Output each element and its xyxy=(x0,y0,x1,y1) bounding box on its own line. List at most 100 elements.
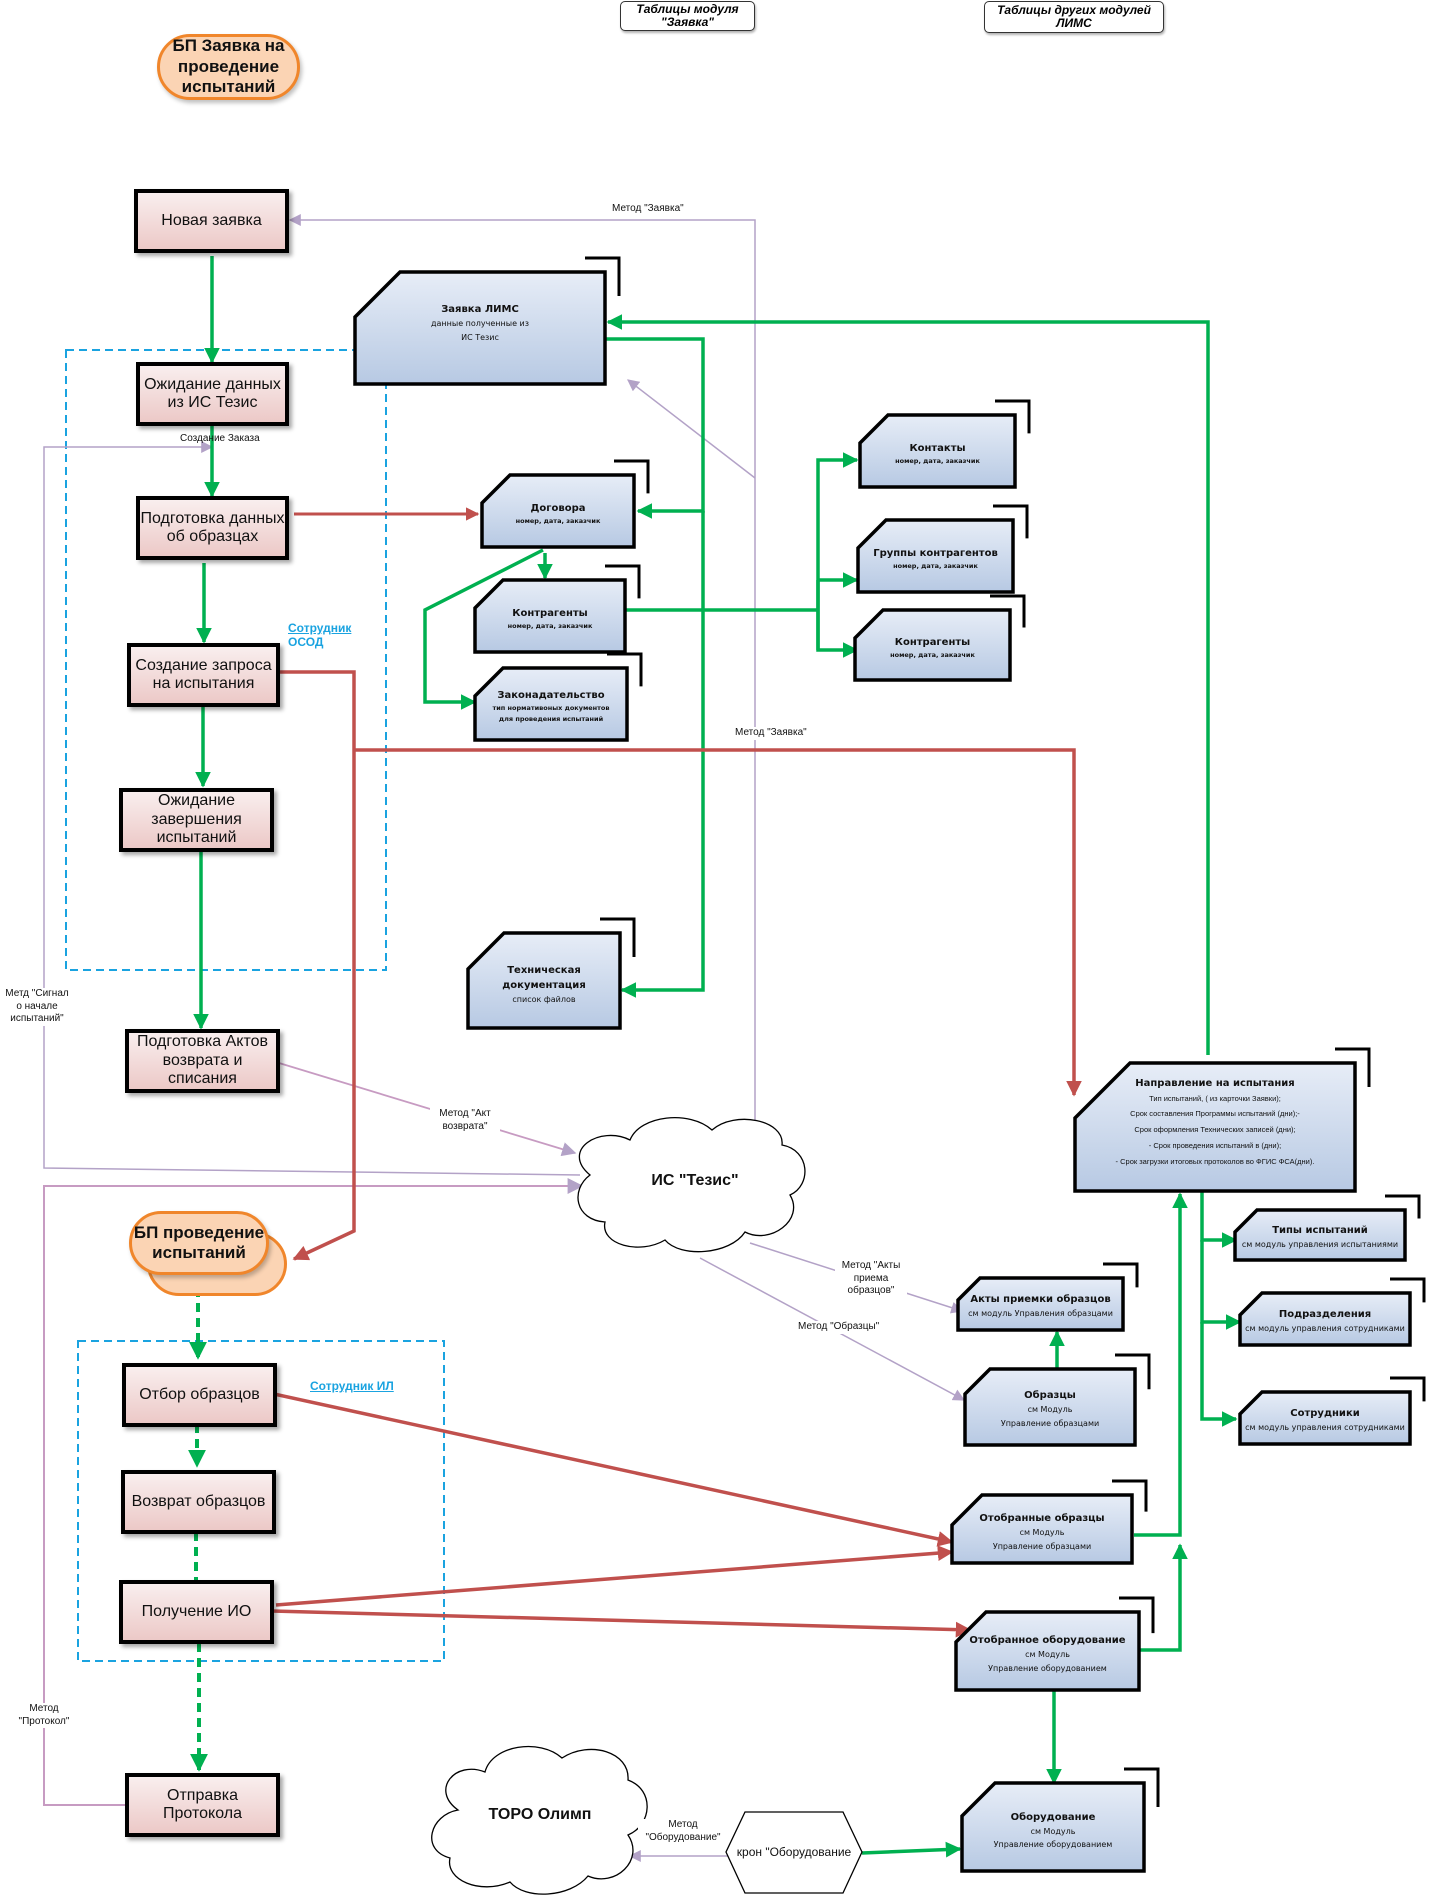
table-corner-mark xyxy=(607,652,643,687)
table-corner-mark xyxy=(990,594,1026,628)
table-title: Направление на испытания xyxy=(1135,1077,1295,1089)
table-title: Подразделения xyxy=(1278,1308,1372,1320)
table-corner-mark xyxy=(1390,1376,1426,1402)
table-text: Контрагенты номер, дата, заказчик xyxy=(477,590,623,648)
role-label-il[interactable]: Сотрудник ИЛ xyxy=(310,1379,394,1393)
start-event-testing: БП проведение испытаний xyxy=(129,1211,269,1275)
table-counterparties-b[interactable]: Контрагенты номер, дата, заказчик xyxy=(853,594,1026,682)
table-subtitle: - Срок загрузки итоговых протоколов во Ф… xyxy=(1115,1156,1315,1166)
table-subtitle: номер, дата, заказчик xyxy=(890,650,975,659)
table-subtitle: номер, дата, заказчик xyxy=(515,516,601,525)
table-subtitle: см Модуль xyxy=(1030,1826,1076,1836)
table-corner-mark xyxy=(993,504,1029,539)
table-title: Группы контрагентов xyxy=(873,547,998,559)
flow-direction-to-employees xyxy=(1200,1322,1238,1427)
table-shape xyxy=(963,1367,1137,1447)
flow-cron-to-equipment xyxy=(861,1841,962,1858)
table-text: Договора номер, дата, заказчик xyxy=(484,485,632,543)
step-prepare-acts[interactable]: Подготовка Актов возврата и списания xyxy=(125,1029,280,1093)
step-await-completion[interactable]: Ожидание завершения испытаний xyxy=(119,788,274,852)
label-method-request-top: Метод "Заявка" xyxy=(612,203,684,216)
table-corner-mark xyxy=(605,564,641,599)
step-await-data[interactable]: Ожидание данных из ИС Тезис xyxy=(136,362,289,426)
data-create-to-direction xyxy=(354,748,1082,1097)
table-title: Отобранные образцы xyxy=(979,1513,1105,1525)
method-line-tezis-to-lims xyxy=(627,379,756,479)
table-counterparties-a[interactable]: Контрагенты номер, дата, заказчик xyxy=(473,564,641,654)
step-return-samples[interactable]: Возврат образцов xyxy=(121,1470,276,1534)
step-new-request[interactable]: Новая заявка xyxy=(134,189,289,253)
step-create-test-request[interactable]: Создание запроса на испытания xyxy=(127,643,280,707)
step-select-samples[interactable]: Отбор образцов xyxy=(122,1363,277,1427)
table-title: Контрагенты xyxy=(894,636,971,648)
table-shape xyxy=(473,578,627,654)
method-line-create-order xyxy=(43,441,581,1176)
table-corner-mark xyxy=(1112,1479,1148,1512)
table-corner-mark xyxy=(995,399,1031,434)
role-il-text: Сотрудник ИЛ xyxy=(310,1379,394,1393)
table-contracts[interactable]: Договора номер, дата, заказчик xyxy=(480,459,650,549)
table-title: Оборудование xyxy=(1010,1811,1096,1823)
table-title: Договора xyxy=(530,502,586,514)
step-receive-equipment[interactable]: Получение ИО xyxy=(119,1580,274,1644)
table-subtitle: Управление оборудованием xyxy=(993,1840,1113,1850)
table-corner-mark xyxy=(1115,1353,1151,1390)
table-subtitle: Тип испытаний, ( из карточки Заявки); xyxy=(1149,1093,1281,1103)
header-other-tables: Таблицы других модулей ЛИМС xyxy=(984,1,1164,33)
data-receive-to-selected-equipment xyxy=(271,1609,972,1638)
table-subtitle: см модуль Управления образцами xyxy=(968,1308,1113,1318)
label-method-samples: Метод "Образцы" xyxy=(798,1321,880,1334)
label-method-return-act: Метод "Акт возврата" xyxy=(430,1108,500,1133)
table-subtitle: данные полученные из xyxy=(431,319,529,329)
data-receive-to-selected-samples xyxy=(275,1545,954,1607)
data-create-to-bp-testing xyxy=(280,670,356,1261)
step-prepare-samples[interactable]: Подготовка данных об образцах xyxy=(136,496,289,560)
table-corner-mark xyxy=(1103,1262,1139,1288)
cron-label: крон "Оборудование xyxy=(736,1845,852,1859)
label-method-request-mid: Метод "Заявка" xyxy=(735,727,807,740)
label-method-equipment: Метод "Оборудование" xyxy=(638,1819,728,1844)
label-method-protocol: Метод "Протокол" xyxy=(14,1703,74,1728)
label-create-order: Создание Заказа xyxy=(180,433,260,444)
label-method-acceptance-acts: Метод "Акты приема образцов" xyxy=(835,1260,907,1298)
table-subtitle: для проведения испытаний xyxy=(498,715,604,724)
step-send-protocol[interactable]: Отправка Протокола xyxy=(125,1773,280,1837)
table-shape xyxy=(1233,1208,1407,1262)
table-shape xyxy=(954,1610,1141,1692)
table-corner-mark xyxy=(585,256,621,296)
table-corner-mark xyxy=(1390,1277,1426,1303)
table-corner-mark xyxy=(1124,1767,1160,1807)
table-shape xyxy=(480,473,636,549)
table-subtitle: см модуль управления сотрудниками xyxy=(1245,1422,1405,1432)
role-frame-osod xyxy=(65,349,387,971)
table-subtitle: номер, дата, заказчик xyxy=(507,621,593,630)
table-subtitle: ИС Тезис xyxy=(461,333,499,343)
table-shape xyxy=(858,413,1017,489)
table-title: Контрагенты xyxy=(512,607,588,619)
label-method-signal: Метд "Сигнал о начале испытаний" xyxy=(2,988,72,1026)
cloud-tezis xyxy=(577,1117,806,1253)
cron-hexagon xyxy=(725,1811,863,1894)
table-subtitle: список файлов xyxy=(512,995,576,1004)
